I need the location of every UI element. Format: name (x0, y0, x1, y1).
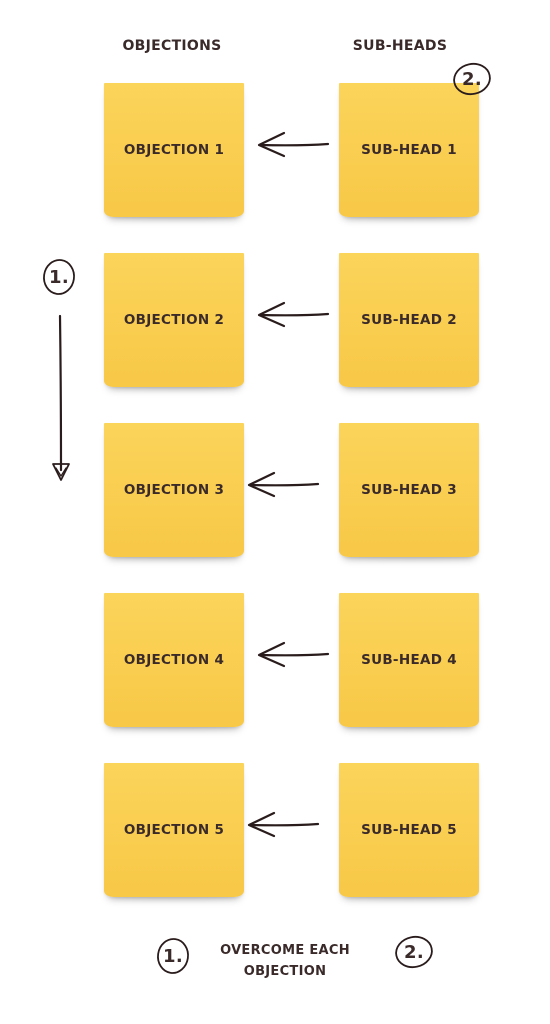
objection-note-5: OBJECTION 5 (104, 763, 244, 897)
objection-label: OBJECTION 2 (123, 312, 225, 328)
circle-icon (43, 259, 75, 295)
down-arrow-icon (52, 314, 70, 481)
subhead-label: SUB-HEAD 3 (361, 482, 457, 498)
subhead-note-1: SUB-HEAD 1 (339, 83, 479, 217)
step-1-badge-left: 1. (40, 256, 78, 298)
subhead-label: SUB-HEAD 1 (361, 142, 457, 158)
subhead-note-3: SUB-HEAD 3 (339, 423, 479, 557)
subheads-column-header: SUB-HEADS (352, 38, 448, 54)
step-1-badge-footer: 1. (154, 935, 192, 977)
objection-note-2: OBJECTION 2 (104, 253, 244, 387)
circle-icon (453, 62, 491, 96)
subhead-label: SUB-HEAD 5 (361, 822, 457, 838)
subhead-note-2: SUB-HEAD 2 (339, 253, 479, 387)
objections-column-header: OBJECTIONS (122, 38, 222, 54)
left-arrow-icon (247, 471, 320, 498)
subhead-note-5: SUB-HEAD 5 (339, 763, 479, 897)
left-arrow-icon (247, 811, 320, 838)
objection-label: OBJECTION 4 (123, 652, 225, 668)
objection-label: OBJECTION 5 (123, 822, 225, 838)
step-2-label: 2. (462, 68, 482, 90)
objection-note-4: OBJECTION 4 (104, 593, 244, 727)
subhead-label: SUB-HEAD 4 (361, 652, 457, 668)
footer-caption: OVERCOME EACH OBJECTION (200, 940, 370, 982)
step-2-badge-footer: 2. (392, 933, 436, 971)
step-1-label: 1. (49, 266, 69, 288)
objection-note-3: OBJECTION 3 (104, 423, 244, 557)
objection-label: OBJECTION 1 (123, 142, 225, 158)
step-2-label: 2. (404, 941, 424, 963)
step-2-badge-top: 2. (450, 60, 494, 98)
step-1-label: 1. (163, 945, 183, 967)
left-arrow-icon (257, 301, 330, 328)
circle-icon (157, 938, 189, 974)
objection-note-1: OBJECTION 1 (104, 83, 244, 217)
objection-label: OBJECTION 3 (123, 482, 225, 498)
subhead-label: SUB-HEAD 2 (361, 312, 457, 328)
footer-line-1: OVERCOME EACH (220, 943, 350, 958)
left-arrow-icon (257, 641, 330, 668)
footer-line-2: OBJECTION (243, 964, 327, 979)
left-arrow-icon (257, 131, 330, 158)
circle-icon (395, 935, 433, 969)
subhead-note-4: SUB-HEAD 4 (339, 593, 479, 727)
